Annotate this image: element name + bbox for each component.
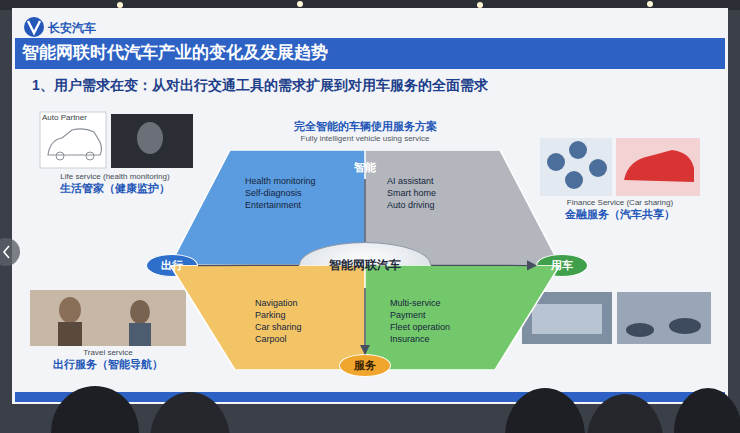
scheme-title: 完全智能的车辆使用服务方案 [215, 119, 515, 134]
audience-head [674, 388, 740, 433]
audience-head [51, 386, 139, 433]
audience-head [505, 388, 585, 433]
red-car [624, 150, 694, 182]
vehicle [626, 323, 654, 337]
travel-photo [30, 290, 186, 346]
viewer-arrow [0, 238, 20, 266]
service-panel: Life service (health monitoring)生活管家（健康监… [35, 112, 195, 196]
service-item: Carpool [255, 333, 355, 345]
service-item: Parking [255, 309, 355, 321]
service-item: Entertainment [245, 199, 345, 211]
service-panel: Travel service出行服务（智能导航） [28, 288, 188, 372]
center-label: 智能网联汽车 [329, 257, 401, 274]
driver-photo [111, 114, 193, 168]
scheme-subtitle: Fully intelligent vehicle using service [215, 134, 515, 143]
oval-label: 用车 [551, 259, 573, 272]
person [59, 297, 81, 323]
service-icons-panel [540, 138, 612, 196]
service-item: Fleet operation [390, 321, 490, 333]
panel-caption: Finance Service (Car sharing) [535, 198, 705, 208]
slide-title: 智能网联时代汽车产业的变化及发展趋势 [22, 43, 328, 63]
oval-label: 服务 [354, 359, 376, 372]
audience-head [150, 392, 230, 433]
vehicle [669, 318, 701, 334]
service-item: AI assistant [387, 175, 487, 187]
axis-oval: 服务 [339, 354, 391, 377]
ceiling-light [477, 2, 483, 8]
oval-label: 出行 [161, 259, 183, 272]
service-panel: Finance Service (Car sharing)金融服务（汽车共享） [535, 138, 705, 222]
service-item: Multi-service [390, 297, 490, 309]
person [130, 300, 150, 324]
panel-caption: 出行服务（智能导航） [28, 358, 188, 372]
oval-label: 智能 [354, 161, 376, 174]
panel-heading: Auto Partner [42, 113, 87, 122]
quadrant-fill [170, 265, 365, 370]
axis-connector [198, 264, 299, 266]
red-car-photo [616, 138, 700, 196]
service-icon [589, 159, 607, 177]
service-item: Smart home [387, 187, 487, 199]
service-item: Insurance [390, 333, 490, 345]
person [129, 323, 151, 346]
axis-connector [364, 288, 366, 354]
quadrant-fill [365, 265, 560, 370]
service-item: Navigation [255, 297, 355, 309]
axis-connector [431, 264, 536, 266]
service-item: Health monitoring [245, 175, 345, 187]
slide-ground [12, 8, 728, 404]
quadrant-text: NavigationParkingCar sharingCarpool [255, 297, 355, 345]
panel-caption: 金融服务（汽车共享） [535, 208, 705, 222]
subtitle: 1、用户需求在变：从对出行交通工具的需求扩展到对用车服务的全面需求 [32, 77, 488, 95]
quadrant-text: AI assistantSmart homeAuto driving [387, 175, 487, 211]
service-item: Auto driving [387, 199, 487, 211]
quadrant: Multi-servicePaymentFleet operationInsur… [365, 265, 560, 370]
viewer-chevron [4, 246, 9, 258]
logo-mark [28, 21, 40, 33]
service-icon [569, 141, 587, 159]
axis-connector [364, 179, 366, 242]
ceiling-light [297, 1, 303, 7]
quadrant-text: Health monitoringSelf-diagnosisEntertain… [245, 175, 345, 211]
driver-face [137, 122, 163, 154]
service-item: Self-diagnosis [245, 187, 345, 199]
audience-head [587, 394, 663, 433]
quadrant: NavigationParkingCar sharingCarpool [170, 265, 365, 370]
ceiling-light [117, 2, 123, 8]
panel-caption: 生活管家（健康监护） [35, 182, 195, 196]
car-wheel [86, 152, 94, 160]
car-wheel [56, 152, 64, 160]
panel-caption: Life service (health monitoring) [35, 172, 195, 182]
title-bar [15, 38, 725, 69]
service-icon [547, 153, 565, 171]
service-icon [565, 171, 583, 189]
service-item: Car sharing [255, 321, 355, 333]
screen [532, 304, 602, 334]
logo-circle [24, 17, 44, 37]
ceiling-light [647, 1, 653, 7]
panel-caption: Travel service [28, 348, 188, 358]
service-item: Payment [390, 309, 490, 321]
car-sketch [48, 129, 102, 155]
person [58, 322, 82, 346]
quadrant-text: Multi-servicePaymentFleet operationInsur… [390, 297, 490, 345]
car-sketch-panel [40, 112, 106, 168]
logo-text: 长安汽车 [48, 20, 96, 37]
vehicles-photo [617, 292, 711, 344]
